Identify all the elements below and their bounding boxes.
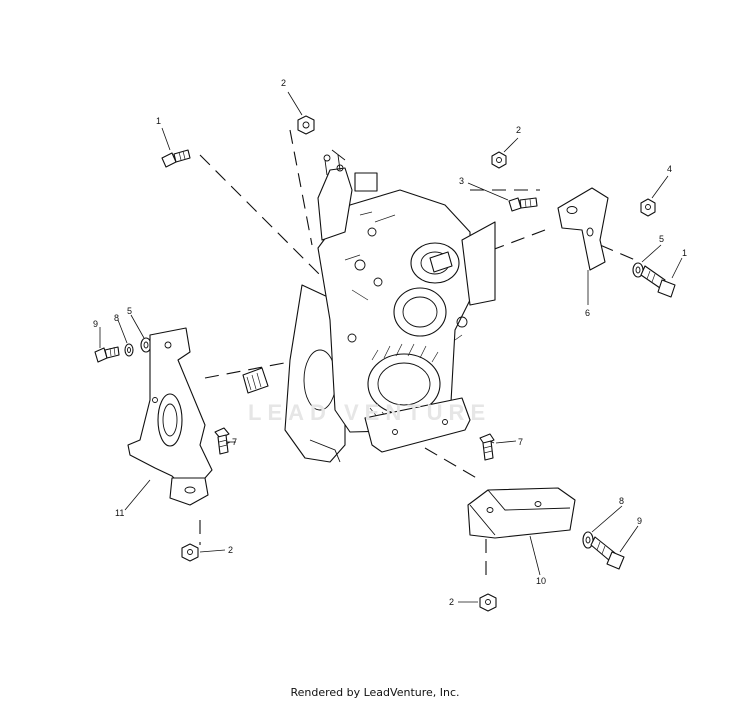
callout-2-bottom-left: 2: [228, 545, 233, 555]
transaxle-assembly: [242, 149, 496, 463]
callout-labels: 1 2 2 3 4 5 1 6 9 8 5 7 7 11 2 8 9 10 2: [93, 78, 687, 607]
callout-1-right: 1: [682, 248, 687, 258]
nut-2-bottom: [479, 593, 497, 612]
callout-9-right: 9: [637, 516, 642, 526]
callout-7-right: 7: [518, 437, 523, 447]
callout-9-left: 9: [93, 319, 98, 329]
bolt-9-right: [590, 536, 625, 570]
leader-lines: [99, 91, 683, 603]
bolt-7-left: [214, 427, 230, 455]
watermark: LEAD VENTURE: [248, 400, 491, 425]
nut-2-top: [297, 115, 315, 135]
bracket-11: [127, 327, 213, 506]
callout-6: 6: [585, 308, 590, 318]
callout-2-bottom: 2: [449, 597, 454, 607]
callout-1-top-left: 1: [156, 116, 161, 126]
callout-5-left: 5: [127, 306, 132, 316]
nut-2-bottom-left: [181, 543, 199, 562]
callout-10: 10: [536, 576, 546, 586]
callout-8-left: 8: [114, 313, 119, 323]
callout-2-upper-right: 2: [516, 125, 521, 135]
bolt-3: [508, 197, 538, 212]
bolt-9-left: [94, 346, 120, 363]
callout-7-left: 7: [232, 437, 237, 447]
callout-4: 4: [667, 164, 672, 174]
bracket-6: [557, 187, 609, 271]
nut-2-upper-right: [491, 151, 507, 169]
bolt-1-top-left: [161, 149, 191, 168]
bracket-10: [467, 487, 576, 539]
callout-2-top: 2: [281, 78, 286, 88]
washer-8-left: [124, 343, 134, 357]
callout-3: 3: [459, 176, 464, 186]
footer-credit: Rendered by LeadVenture, Inc.: [290, 686, 460, 699]
bolt-7-right: [479, 433, 495, 461]
callout-5-right: 5: [659, 234, 664, 244]
bolt-1-right: [640, 265, 676, 298]
callout-8-right: 8: [619, 496, 624, 506]
callout-11: 11: [115, 508, 124, 518]
nut-4: [640, 198, 656, 217]
